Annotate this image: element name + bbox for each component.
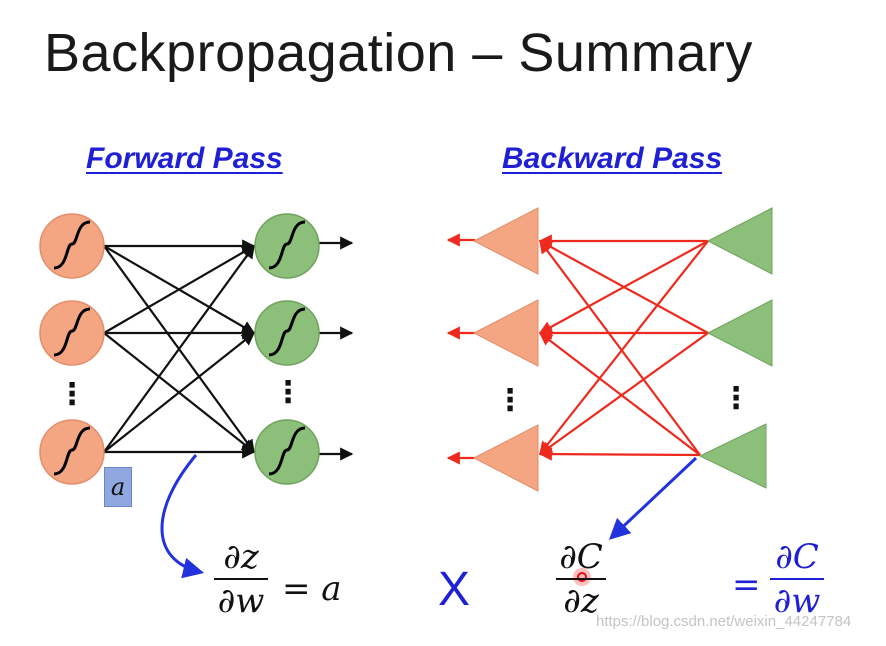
fraction-numerator: ∂C (775, 537, 819, 577)
backward-pass-heading: Backward Pass (502, 142, 723, 175)
watermark: https://blog.csdn.net/weixin_44247784 (596, 613, 852, 630)
forward-edge (103, 332, 256, 453)
triangle-icon (472, 424, 539, 492)
equals-sign: = (732, 565, 761, 605)
backward-green-triangles (698, 207, 773, 489)
forward-input-neurons (39, 213, 105, 485)
triangle-icon (706, 207, 773, 275)
fraction-bar (770, 578, 824, 580)
input-neuron (39, 213, 105, 279)
fraction-bar (214, 578, 268, 580)
ellipsis-icon: ⋮ (495, 383, 525, 418)
backward-edge (539, 240, 709, 456)
output-neuron (254, 419, 320, 485)
forward-output-neurons (254, 213, 320, 485)
backward-orange-triangles (472, 207, 539, 492)
triangle-icon (472, 207, 539, 275)
ellipsis-icon: ⋮ (57, 377, 87, 412)
input-neuron (39, 300, 105, 366)
backward-edge (538, 332, 709, 455)
input-neuron (39, 419, 105, 485)
dC-dw-fraction: ∂C ∂w (770, 540, 824, 618)
forward-edge (103, 244, 255, 453)
fraction-denominator: ∂w (217, 581, 265, 621)
sigmoid-icon (268, 426, 306, 476)
forward-pass-heading: Forward Pass (86, 142, 283, 175)
ellipsis-icon: ⋮ (721, 381, 751, 416)
sigmoid-icon (53, 426, 91, 476)
triangle-icon (472, 299, 539, 367)
dC-dz-fraction: ∂C ∂z (556, 540, 606, 618)
sigmoid-icon (268, 220, 306, 270)
multiply-sign: X (438, 563, 471, 616)
sigmoid-icon (53, 220, 91, 270)
cursor-dot (577, 572, 587, 582)
cursor-highlight (573, 568, 591, 586)
backward-edges (446, 233, 709, 465)
fraction-denominator: ∂w (773, 581, 821, 621)
activation-label: a (104, 467, 132, 507)
backward-pointer-arrow (608, 456, 698, 540)
output-neuron (254, 213, 320, 279)
sigmoid-icon (53, 307, 91, 357)
triangle-icon (706, 299, 773, 367)
page-title: Backpropagation – Summary (44, 23, 753, 83)
fraction-numerator: ∂z (223, 537, 259, 577)
forward-edge (103, 245, 256, 334)
equals-a: = a (282, 569, 342, 609)
forward-pointer-arrow (160, 454, 205, 579)
backward-edge (538, 447, 701, 461)
triangle-icon (698, 423, 767, 489)
fraction-bar (556, 578, 606, 580)
backward-edge (539, 239, 701, 456)
ellipsis-icon: ⋮ (273, 375, 303, 410)
fraction-denominator: ∂z (563, 581, 599, 621)
backward-edge (538, 332, 701, 456)
sigmoid-icon (268, 307, 306, 357)
forward-edges (103, 236, 354, 461)
backward-edge (538, 240, 709, 334)
output-neuron (254, 300, 320, 366)
dz-dw-fraction: ∂z ∂w (214, 540, 268, 618)
fraction-numerator: ∂C (559, 537, 603, 577)
